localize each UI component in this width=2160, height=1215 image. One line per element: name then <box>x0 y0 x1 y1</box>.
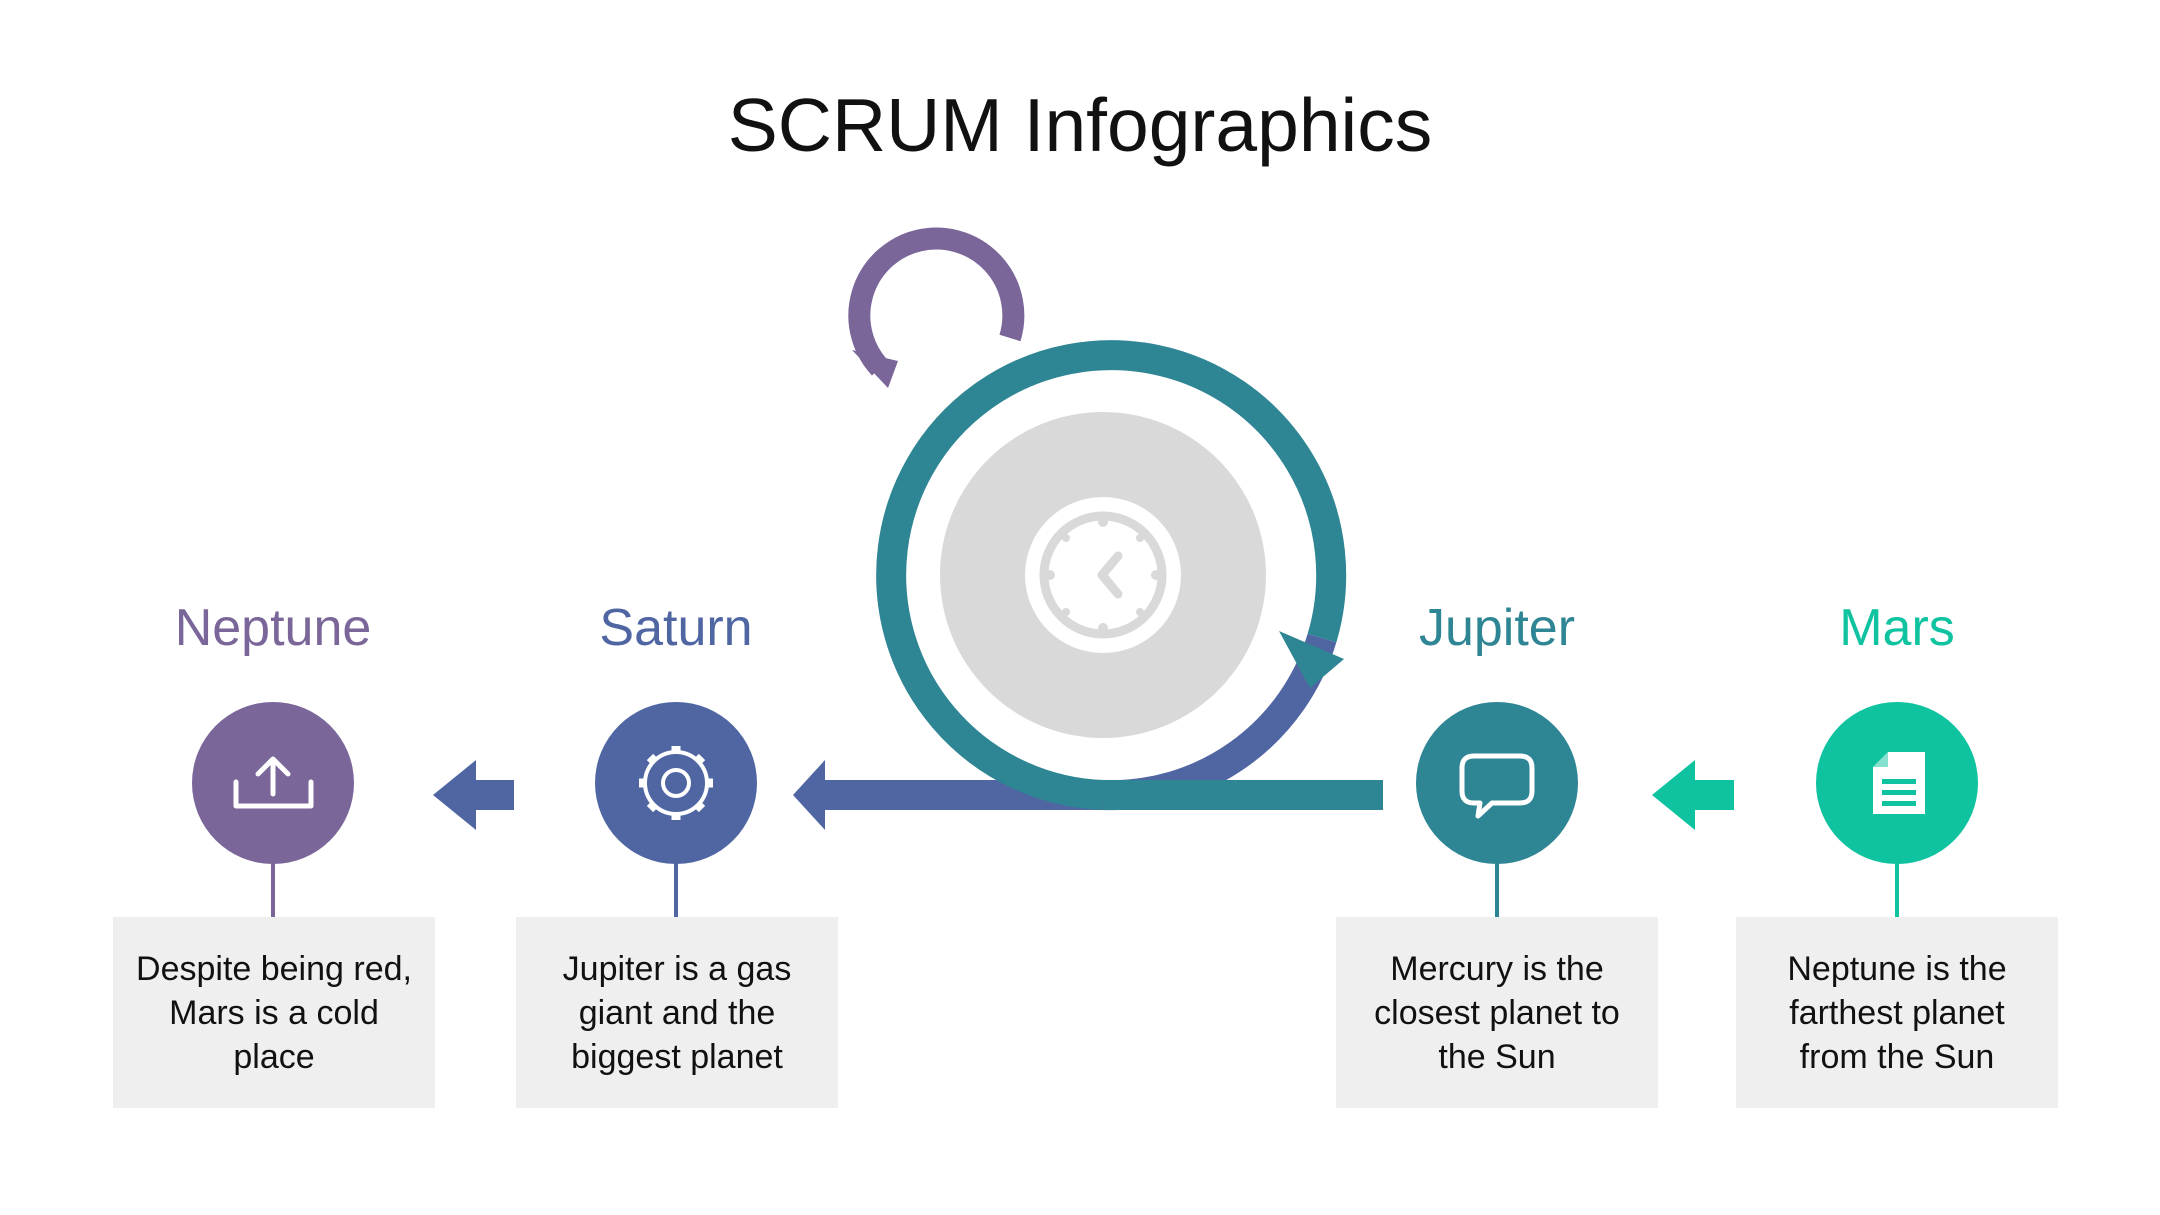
step-description-mars: Neptune is the farthest planet from the … <box>1736 917 2058 1108</box>
chat-bubble-icon <box>1459 753 1535 819</box>
upload-icon <box>233 756 314 809</box>
page-title: SCRUM Infographics <box>727 83 1433 167</box>
arrow-saturn-to-neptune <box>433 760 514 830</box>
step-description-saturn: Jupiter is a gas giant and the biggest p… <box>516 917 838 1108</box>
step-description-neptune: Despite being red, Mars is a cold place <box>113 917 435 1108</box>
gear-icon <box>639 746 713 820</box>
sprint-loop-arrow <box>848 227 1025 388</box>
step-circle-saturn <box>595 702 757 864</box>
step-description-jupiter: Mercury is the closest planet to the Sun <box>1336 917 1658 1108</box>
step-label-mars: Mars <box>1839 599 1955 657</box>
teal-input-bar <box>1103 780 1383 810</box>
step-circle-jupiter <box>1416 702 1578 864</box>
teal-cycle-ring <box>876 340 1347 810</box>
clock-icon <box>1025 497 1181 653</box>
step-label-jupiter: Jupiter <box>1418 599 1576 657</box>
cycle-arrowhead <box>1279 631 1344 688</box>
step-label-neptune: Neptune <box>174 599 372 657</box>
step-label-saturn: Saturn <box>599 599 753 657</box>
arrow-mars-to-jupiter <box>1652 760 1734 830</box>
document-icon <box>1873 752 1925 814</box>
